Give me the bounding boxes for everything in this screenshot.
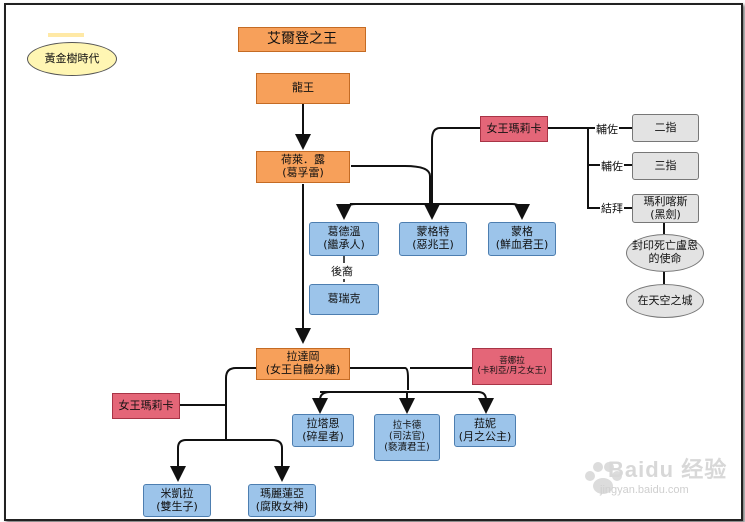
- edge-radagon-bus: [344, 367, 409, 390]
- node-radahn-title: (碎星者): [302, 429, 344, 443]
- node-radagon-title: (女王自體分離): [265, 363, 341, 376]
- node-finger-three: 三指: [632, 152, 699, 180]
- node-sealed-duty-line2: 的使命: [648, 252, 682, 265]
- edge-radagon-twins: [225, 367, 256, 440]
- node-godfrey-name: 荷萊．露: [281, 153, 325, 167]
- node-sealed-duty: 封印死亡盧恩 的使命: [626, 234, 704, 272]
- node-miquella-name: 米凱拉: [160, 486, 194, 500]
- node-maliketh-name: 瑪利喀斯: [643, 194, 688, 208]
- label-descendant: 後裔: [330, 263, 354, 279]
- node-malenia: 瑪麗蓮亞 (腐敗女神): [248, 484, 316, 517]
- node-elden-king: 艾爾登之王: [238, 27, 366, 52]
- node-mohg-name: 蒙格: [511, 225, 533, 239]
- node-queen-marika-top: 女王瑪莉卡: [480, 116, 548, 142]
- node-maliketh: 瑪利喀斯 (黑劍): [632, 194, 699, 223]
- node-malenia-title: (腐敗女神): [255, 499, 309, 513]
- node-maliketh-title: (黑劍): [650, 207, 681, 221]
- node-radagon-name: 拉達岡: [286, 350, 320, 364]
- node-rykard: 拉卡德 (司法官) (褻瀆君王): [374, 414, 440, 461]
- node-morgott: 蒙格特 (惡兆王): [399, 222, 467, 256]
- edge-marika-bus: [431, 127, 480, 204]
- node-malenia-name: 瑪麗蓮亞: [260, 486, 304, 500]
- highlight-strip: [48, 33, 84, 37]
- edge-godfrey-bus: [351, 165, 431, 204]
- node-ranni-name: 菈妮: [474, 416, 496, 430]
- node-sky-city: 在天空之城: [626, 284, 704, 318]
- node-rennala-title: (卡利亞/月之女王): [477, 365, 547, 376]
- node-rykard-title2: (褻瀆君王): [384, 441, 430, 453]
- node-godrick: 葛瑞克: [309, 284, 379, 315]
- node-rykard-title1: (司法官): [389, 431, 425, 443]
- node-sealed-duty-line1: 封印死亡盧恩: [632, 239, 698, 253]
- node-godwyn-title: (繼承人): [323, 238, 365, 251]
- node-miquella-title: (雙生子): [156, 499, 198, 513]
- label-assist-2: 輔佐: [600, 158, 624, 174]
- node-rykard-name: 拉卡德: [392, 420, 422, 432]
- node-ranni-title: (月之公主): [458, 429, 512, 443]
- node-dragon-king: 龍王: [256, 73, 350, 104]
- node-queen-marika-left: 女王瑪莉卡: [112, 393, 180, 419]
- node-finger-two: 二指: [632, 114, 699, 142]
- label-sworn: 結拜: [600, 200, 624, 216]
- node-godfrey: 荷萊．露 (葛孚雷): [256, 151, 350, 183]
- node-ranni: 菈妮 (月之公主): [454, 414, 516, 447]
- node-rennala-name: 菩娜拉: [499, 355, 525, 366]
- era-label: 黃金樹時代: [27, 42, 117, 76]
- node-mohg-title: (鮮血君王): [495, 238, 549, 251]
- node-rennala: 菩娜拉 (卡利亞/月之女王): [472, 348, 552, 385]
- label-assist-1: 輔佐: [595, 121, 619, 137]
- watermark-url: jingyan.baidu.com: [600, 484, 689, 496]
- node-godwyn-name: 葛德溫: [327, 225, 361, 239]
- node-radahn: 拉塔恩 (碎星者): [292, 414, 354, 447]
- node-godwyn: 葛德溫 (繼承人): [309, 222, 379, 256]
- watermark-brand: Baidu 经验: [608, 457, 728, 482]
- node-miquella: 米凱拉 (雙生子): [143, 484, 211, 517]
- watermark-paw-icon: [585, 462, 622, 494]
- node-radagon: 拉達岡 (女王自體分離): [256, 348, 350, 380]
- node-godfrey-alias: (葛孚雷): [282, 166, 324, 179]
- node-radahn-name: 拉塔恩: [306, 416, 340, 430]
- node-morgott-title: (惡兆王): [412, 238, 454, 251]
- edge-children-bus: [336, 203, 357, 220]
- node-morgott-name: 蒙格特: [416, 225, 450, 239]
- diagram-frame: [4, 3, 743, 521]
- node-mohg: 蒙格 (鮮血君王): [488, 222, 556, 256]
